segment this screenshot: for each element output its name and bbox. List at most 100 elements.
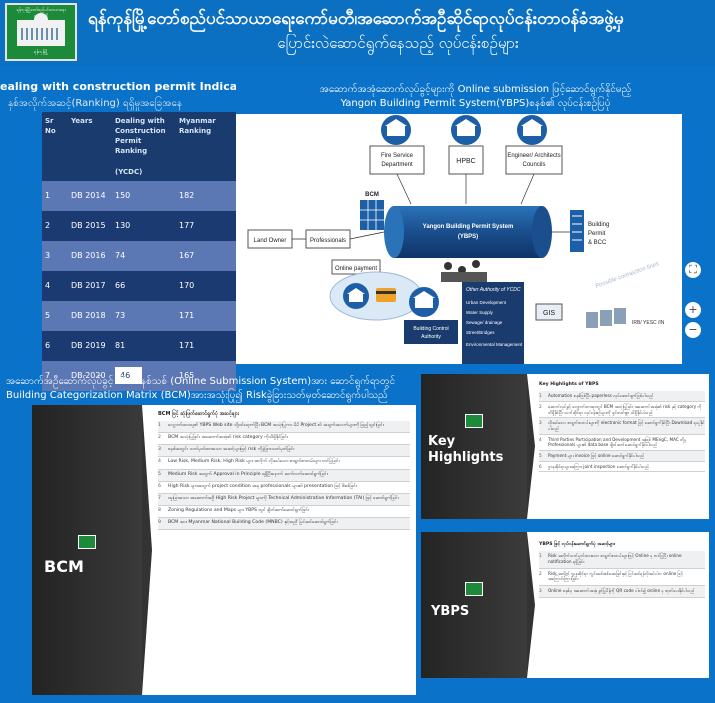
ybps-cylinder: Yangon Building Permit System (YBPS): [384, 206, 552, 258]
list-item-number: 5: [158, 471, 161, 477]
ycdc-logo: ရန်ကုန်မြို့တော်စည်ပင်သာယာရေးကော်မတီ ရန်…: [5, 3, 77, 61]
list-item-number: 1: [539, 553, 542, 559]
table-header-row: Sr No Years Dealing with Construction Pe…: [42, 112, 236, 181]
list-item-number: 1: [539, 393, 542, 399]
svg-text:Yangon Building Permit System: Yangon Building Permit System: [423, 224, 514, 230]
bank-icon: [343, 283, 369, 309]
ybps-diagram: Fire Service Department HPBC Engineer/ A…: [236, 114, 682, 364]
list-item-text: BCM အသုံးပြုခြင်း အဆောက်အအုံ၏ risk categ…: [168, 434, 288, 440]
cell-sr: 6: [42, 330, 68, 361]
engineer-council-icon: [517, 115, 547, 145]
bcm-grid-icon: [360, 200, 384, 230]
other-authority-5: Environmental Management: [466, 342, 523, 347]
cell-ycdc: 66: [112, 270, 176, 301]
bca-icon: [409, 287, 439, 317]
list-item-text: Low Risk, Medium Risk, High Risk များ အလ…: [168, 459, 340, 465]
cell-sr: 1: [42, 180, 68, 211]
list-item-text: Payment များ invoice ဖြင့် online ဆောင်ရ…: [548, 452, 645, 458]
yb-header: YBPS ဖြင့် လုပ်ငန်းဆောင်ရွက်ပုံ အဆင့်မျာ…: [539, 542, 615, 547]
cell-year: DB 2015: [68, 210, 112, 241]
fire-service-icon: [381, 115, 411, 145]
professionals-label: Professionals: [310, 238, 346, 244]
list-item: 6 ဌာနဆိုင်ရာများအကြား joint inspection ဆေ…: [539, 462, 705, 473]
other-authority-2: Water Supply: [466, 310, 494, 315]
col-dealing-header: Dealing with Construction Permit Ranking…: [112, 112, 176, 181]
cell-ycdc: 81: [112, 330, 176, 361]
col-dealing-unit: (YCDC): [115, 167, 143, 176]
list-item-text: ထူးခြားသော အဆောက်အဦ High Risk Project မျ…: [168, 495, 399, 501]
fit-screen-button[interactable]: ⛶: [685, 262, 701, 278]
ybps-caption-line1: အဆောက်အအုံဆောက်လုပ်ခွင့်များကို Online s…: [319, 84, 632, 95]
col-years-header: Years: [68, 112, 112, 181]
kh-label-text: Key Highlights: [428, 434, 504, 465]
list-item-number: 6: [158, 483, 161, 489]
list-item-text: လိုအပ်သော စာရွက်စာတမ်းများကို electronic…: [548, 420, 705, 431]
yb-list: YBPS ဖြင့် လုပ်ငန်းဆောင်ရွက်ပုံ အဆင့်မျာ…: [539, 542, 705, 598]
kh-slide-label: Key Highlights: [428, 434, 527, 465]
highlight-box: 46: [115, 367, 143, 385]
cell-myanmar: 171: [176, 330, 236, 361]
bcm-steps-header: BCM ဖြင့် ဆုံးဖြတ်ဆောင်ရွက်ပုံ အဆင့်များ: [158, 411, 239, 417]
ybps-caption-line2: Yangon Building Permit System(YBPS)စနစ်၏…: [340, 98, 611, 109]
land-owner-label: Land Owner: [254, 238, 287, 244]
yb-dark-panel: YBPS: [421, 532, 535, 678]
bcm-slide: BCM BCM ဖြင့် ဆုံးဖြတ်ဆောင်ရွက်ပုံ အဆင့်…: [32, 405, 416, 695]
list-item-text: Medium Risk အတွက် Approval in Principle …: [168, 471, 328, 477]
hpbc-icon: [451, 115, 481, 145]
zoom-out-button[interactable]: −: [685, 322, 701, 338]
list-item: 6 High Risk များအတွက် project condition အ…: [158, 482, 410, 494]
list-item-number: 3: [539, 420, 542, 426]
page-title-line1: ရန်ကုန်မြို့တော်စည်ပင်သာယာရေးကော်မတီ၊အဆေ…: [88, 9, 624, 29]
cell-myanmar: 177: [176, 210, 236, 241]
list-item-number: 3: [539, 587, 542, 593]
col-sr-header: Sr No: [42, 112, 68, 181]
cell-sr: 2: [42, 210, 68, 241]
zoom-in-button[interactable]: +: [685, 302, 701, 318]
payment-card-icon: [376, 288, 396, 302]
cell-sr: 4: [42, 270, 68, 301]
list-item-text: Online စနစ်မှ အဆောက်အအုံ ခွင့်ပြုမိန့်ကိ…: [548, 587, 695, 593]
agency-hpbc: HPBC: [456, 158, 475, 165]
ranking-panel: ealing with construction permit Indicato…: [0, 76, 236, 391]
list-item-number: 3: [158, 447, 161, 453]
agency-fire: Fire Service: [381, 153, 414, 159]
agency-fire-2: Department: [381, 162, 413, 168]
ycdc-mini-logo: [465, 582, 483, 596]
bcm-label: BCM: [365, 192, 379, 198]
list-item-number: 6: [539, 463, 542, 469]
list-item: 5 Medium Risk အတွက် Approval in Principle…: [158, 469, 410, 482]
yb-slide-label: YBPS: [431, 604, 470, 619]
list-item-text: High Risk များအတွက် project condition အရ…: [168, 483, 357, 489]
list-item-text: Third Parties Participation and Developm…: [548, 436, 687, 448]
cell-year: DB 2018: [68, 300, 112, 331]
bca-label-2: Authority: [421, 334, 441, 340]
list-item-text: BCM အား Myanmar National Building Code (…: [168, 520, 338, 526]
agency-eng: Engineer/ Architects: [507, 153, 560, 159]
bcm-slide-label: BCM: [44, 557, 84, 576]
list-item-text: ဆောက်လုပ်ခွင့် လျှောက်ထားရာတွင် BCM အသုံ…: [548, 403, 702, 415]
ycdc-mini-logo: [78, 535, 96, 549]
possible-lines-label: Possible connection lines: [595, 261, 660, 290]
city-hall-icon: [17, 13, 65, 46]
ycdc-mini-logo: [465, 414, 483, 428]
list-item-text: ဌာနဆိုင်ရာများအကြား joint inspection ဆော…: [548, 463, 650, 469]
list-item: 3 Online စနစ်မှ အဆောက်အအုံ ခွင့်ပြုမိန့်က…: [539, 585, 705, 598]
cell-year: DB 2017: [68, 270, 112, 301]
